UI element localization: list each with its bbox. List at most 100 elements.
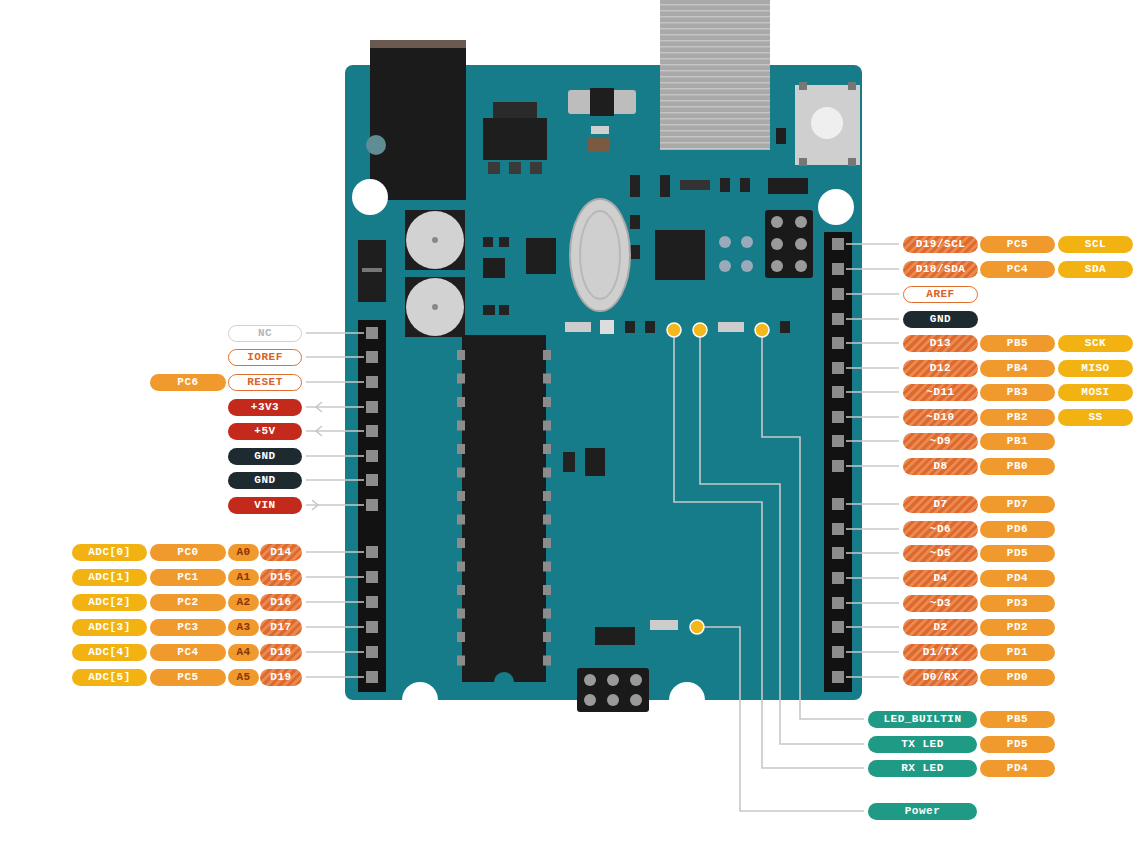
pin-label: D18 [260,644,302,661]
pin-text: PD3 [1007,595,1028,612]
pin-label: GND [903,311,978,328]
pin-label: PC2 [150,594,226,611]
pin-text: A1 [236,569,250,586]
pin-label: ~D3 [903,595,978,612]
pin-label: PC5 [150,669,226,686]
pin-text: ~D3 [930,595,951,612]
pin-text: PC2 [177,594,198,611]
pin-label: D4 [903,570,978,587]
pin-label: PD3 [980,595,1055,612]
pin-text: D7 [933,496,947,513]
pin-text: ~D9 [930,433,951,450]
pin-text: RX LED [901,760,944,777]
pin-label: LED_BUILTIN [868,711,977,728]
op-amp [526,238,556,274]
crystal [570,199,630,311]
pin-label: RX LED [868,760,977,777]
pin-text: PB4 [1007,360,1028,377]
icsp-header [577,668,649,712]
pin-text: ~D5 [930,545,951,562]
pin-label: +3V3 [228,399,302,416]
pin-text: AREF [926,286,954,303]
pin-text: PB3 [1007,384,1028,401]
led [667,323,769,634]
pin-label: PD0 [980,669,1055,686]
power-analog-header [358,320,386,692]
pin-text: D19 [270,669,291,686]
pin-label: ADC[2] [72,594,147,611]
pin-text: PB1 [1007,433,1028,450]
pin-label: ADC[4] [72,644,147,661]
pin-text: NC [258,325,272,342]
pin-label: SS [1058,409,1133,426]
pin-text: LED_BUILTIN [883,711,961,728]
pin-label: PD1 [980,644,1055,661]
leader-lines [674,337,864,811]
pin-text: D4 [933,570,947,587]
pin-text: PD7 [1007,496,1028,513]
pin-text: PB5 [1007,711,1028,728]
pin-label: SDA [1058,261,1133,278]
pin-text: PC3 [177,619,198,636]
pin-text: D8 [933,458,947,475]
pin-label: ~D6 [903,521,978,538]
pin-text: ~D6 [930,521,951,538]
pin-text: GND [930,311,951,328]
pin-text: D0/RX [923,669,959,686]
pin-label: MISO [1058,360,1133,377]
pin-text: PD1 [1007,644,1028,661]
pin-label: VIN [228,497,302,514]
pin-text: ~D11 [926,384,954,401]
digital-header [824,232,852,692]
pin-label: ~D10 [903,409,978,426]
pin-text: D17 [270,619,291,636]
pin-label: A4 [228,644,259,661]
pin-text: D13 [930,335,951,352]
pin-text: A5 [236,669,250,686]
pin-label: ~D5 [903,545,978,562]
pin-text: VIN [254,497,275,514]
pin-label: PC4 [980,261,1055,278]
pin-text: PC1 [177,569,198,586]
pin-label: NC [228,325,302,342]
voltage-regulator [493,102,537,118]
pin-text: MISO [1081,360,1109,377]
pin-text: SDA [1085,261,1106,278]
pin-label: PD2 [980,619,1055,636]
icsp-header [765,210,813,278]
pin-label: RESET [228,374,302,391]
pin-label: A3 [228,619,259,636]
pin-text: PC5 [1007,236,1028,253]
pin-text: ADC[2] [88,594,131,611]
pin-label: ~D9 [903,433,978,450]
pin-text: RESET [247,374,283,391]
pin-label: Power [868,803,977,820]
pin-label: GND [228,472,302,489]
pin-text: PD4 [1007,760,1028,777]
pin-label: PB4 [980,360,1055,377]
pin-label: PB1 [980,433,1055,450]
pin-label: D14 [260,544,302,561]
pin-text: PD2 [1007,619,1028,636]
pin-label: PC3 [150,619,226,636]
pin-label: PD7 [980,496,1055,513]
pin-label: D1/TX [903,644,978,661]
pin-label: ADC[0] [72,544,147,561]
pin-text: D18 [270,644,291,661]
pin-text: MOSI [1081,384,1109,401]
pin-text: SCK [1085,335,1106,352]
pin-text: D16 [270,594,291,611]
pin-label: GND [228,448,302,465]
pin-label: +5V [228,423,302,440]
pin-text: ADC[3] [88,619,131,636]
pin-label: SCK [1058,335,1133,352]
pin-text: TX LED [901,736,944,753]
pin-text: +5V [254,423,275,440]
pin-text: ADC[1] [88,569,131,586]
pin-text: D2 [933,619,947,636]
capacitor [406,211,464,269]
pin-text: GND [254,448,275,465]
microcontroller [462,335,546,682]
mounting-hole [352,179,388,215]
pin-text: D18/SDA [916,261,966,278]
